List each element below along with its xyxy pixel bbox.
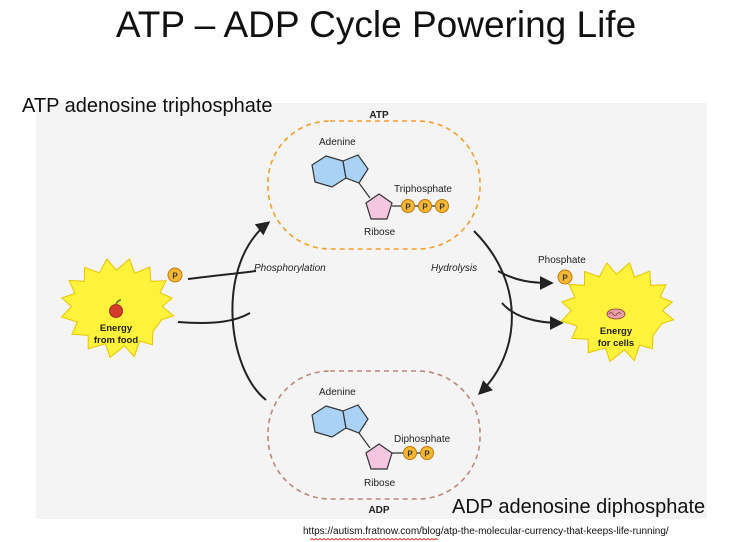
energy-for-cells-burst: Energy for cells xyxy=(560,262,675,363)
atp-phosphate-3: P xyxy=(435,199,449,213)
phosphate-input-arrow xyxy=(187,270,257,280)
energy-from-food-line2: from food xyxy=(94,335,139,346)
adp-adenine-pentagon xyxy=(342,404,369,434)
atp-label: ATP xyxy=(369,110,389,121)
svg-text:P: P xyxy=(424,450,430,459)
hydrolysis-label: Hydrolysis xyxy=(431,263,477,274)
svg-text:P: P xyxy=(407,450,413,459)
apple-icon xyxy=(109,304,123,318)
phosphate-output-arrow xyxy=(497,270,554,290)
atp-adenine-pentagon xyxy=(342,154,369,184)
svg-text:P: P xyxy=(405,203,411,212)
energy-output-arrow xyxy=(501,302,564,330)
phosphorylation-arrow xyxy=(231,221,271,401)
adp-ribose-pentagon xyxy=(365,443,393,470)
energy-from-food-burst: Energy from food xyxy=(60,258,175,359)
spellcheck-underline xyxy=(310,538,438,541)
energy-for-cells-line1: Energy xyxy=(600,326,633,337)
hydrolysis-arrow xyxy=(473,230,513,395)
adp-label: ADP xyxy=(368,505,389,516)
adp-diphosphate-label: Diphosphate xyxy=(394,434,451,445)
phosphate-output-label: Phosphate xyxy=(538,255,586,266)
adp-phosphate-1: P xyxy=(403,446,417,460)
mitochondrion-icon xyxy=(606,308,626,320)
atp-phosphate-1: P xyxy=(401,199,415,213)
adp-ribose-label: Ribose xyxy=(364,478,396,489)
adp-caption: ADP adenosine diphosphate xyxy=(452,496,706,518)
energy-for-cells-line2: for cells xyxy=(598,338,634,349)
input-phosphate-icon: P xyxy=(167,267,183,283)
adp-phosphate-2: P xyxy=(420,446,434,460)
svg-text:P: P xyxy=(422,203,428,212)
atp-adp-cycle-diagram: ATP Adenine Ribose Triphosphate P P P AD… xyxy=(60,110,675,516)
svg-text:P: P xyxy=(172,272,178,281)
atp-triphosphate-label: Triphosphate xyxy=(394,184,452,195)
adp-adenine-label: Adenine xyxy=(319,387,356,398)
svg-text:P: P xyxy=(562,274,568,283)
adp-molecule-group: ADP Adenine Ribose Diphosphate P P xyxy=(267,370,481,516)
atp-molecule-group: ATP Adenine Ribose Triphosphate P P P xyxy=(267,110,481,250)
adp-bond xyxy=(358,432,371,449)
phosphorylation-label: Phosphorylation xyxy=(254,263,326,274)
svg-text:P: P xyxy=(439,203,445,212)
energy-from-food-line1: Energy xyxy=(100,323,133,334)
atp-adenine-label: Adenine xyxy=(319,137,356,148)
energy-input-arrow xyxy=(177,312,251,324)
atp-ribose-label: Ribose xyxy=(364,227,396,238)
adp-adenine-hexagon xyxy=(311,405,347,438)
atp-caption: ATP adenosine triphosphate xyxy=(22,95,273,117)
atp-phosphate-2: P xyxy=(418,199,432,213)
atp-bond xyxy=(358,182,371,199)
atp-adenine-hexagon xyxy=(311,155,347,188)
source-url[interactable]: https://autism.fratnow.com/blog/atp-the-… xyxy=(303,526,669,537)
page-title: ATP – ADP Cycle Powering Life xyxy=(115,4,637,45)
output-phosphate-icon: P xyxy=(557,269,573,285)
atp-ribose-pentagon xyxy=(365,193,393,220)
